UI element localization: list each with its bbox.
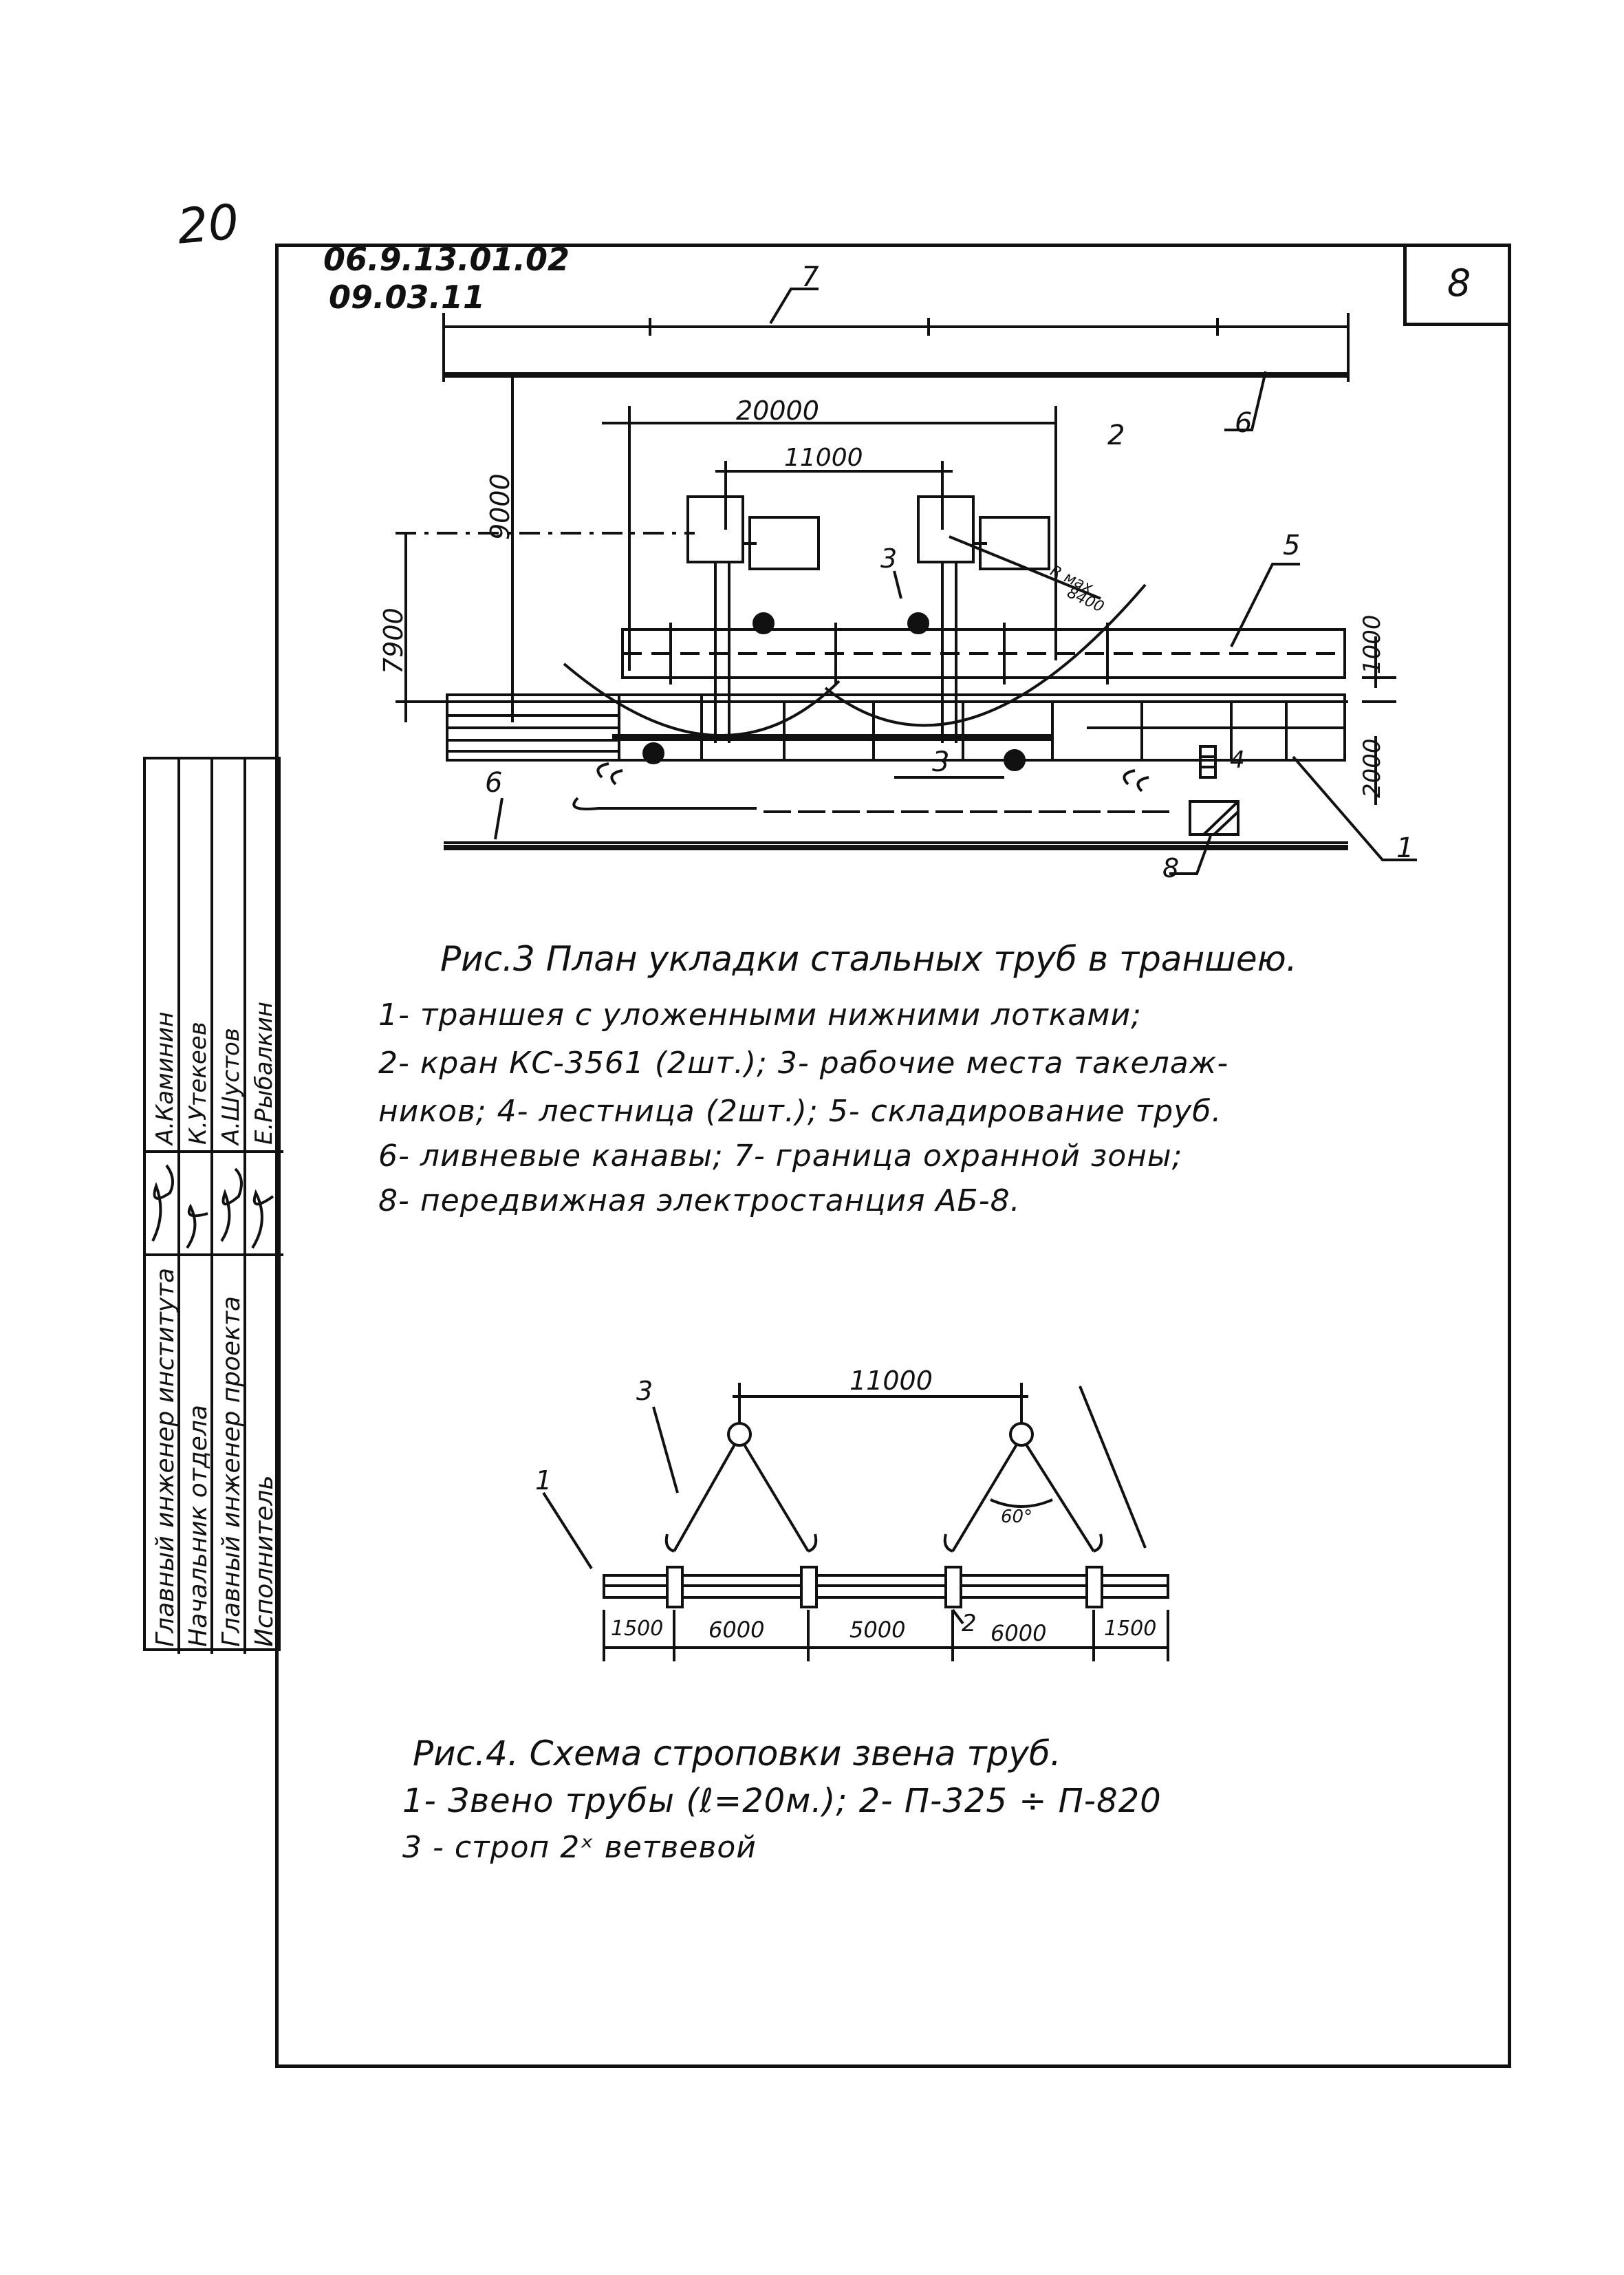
figure-3-legend-3: ников; 4- лестница (2шт.); 5- складирова… xyxy=(378,1094,1222,1129)
fig4-marker-3: 3 xyxy=(636,1376,653,1406)
marker-4: 4 xyxy=(1230,746,1245,774)
dim-11000: 11000 xyxy=(784,444,863,472)
figure-4-legend-2: 3 - строп 2ˣ ветвевой xyxy=(402,1830,757,1865)
signature-1 xyxy=(151,1164,174,1242)
fig4-dim-6000-left: 6000 xyxy=(708,1617,765,1643)
signature-3 xyxy=(220,1167,243,1242)
marker-1: 1 xyxy=(1396,832,1414,864)
figure-4-legend-1: 1- Звено трубы (ℓ=20м.); 2- П-325 ÷ П-82… xyxy=(402,1782,1162,1820)
marker-8: 8 xyxy=(1162,853,1180,883)
fig4-dim-1500-left: 1500 xyxy=(611,1617,664,1641)
signature-2 xyxy=(186,1203,208,1249)
fig4-dim-top: 11000 xyxy=(849,1366,933,1396)
marker-5: 5 xyxy=(1283,530,1301,561)
figure-3-caption: Рис.3 План укладки стальных труб в транш… xyxy=(440,939,1297,979)
figure-3-legend-1: 1- траншея с уложенными нижними лотками; xyxy=(378,998,1142,1033)
marker-3-top: 3 xyxy=(880,543,898,574)
fig4-marker-2: 2 xyxy=(962,1610,977,1637)
document-code-1: 06.9.13.01.02 xyxy=(323,241,570,278)
figure-4-caption: Рис.4. Схема строповки звена труб. xyxy=(413,1734,1061,1773)
marker-3-bottom: 3 xyxy=(932,746,950,778)
document-code-2: 09.03.11 xyxy=(329,279,485,316)
sheet-number-box: 8 xyxy=(1403,244,1511,326)
signature-stamp: Главный инженер института Начальник отде… xyxy=(143,757,283,1654)
fig4-angle: 60° xyxy=(1001,1507,1033,1527)
fig4-dim-5000: 5000 xyxy=(849,1617,906,1643)
figure-3-legend-4: 6- ливневые канавы; 7- граница охранной … xyxy=(378,1139,1183,1174)
dim-20000: 20000 xyxy=(736,396,819,426)
drawing-frame xyxy=(275,244,1511,2068)
signature-4 xyxy=(251,1189,274,1249)
figure-3-legend-5: 8- передвижная электростанция АБ-8. xyxy=(378,1183,1021,1218)
marker-6-bottom: 6 xyxy=(485,767,503,799)
marker-7: 7 xyxy=(801,261,819,293)
marker-2: 2 xyxy=(1107,420,1125,451)
crane-2-cab xyxy=(917,495,975,563)
fig4-marker-1: 1 xyxy=(535,1465,552,1496)
marker-6-top: 6 xyxy=(1235,407,1253,439)
fig4-dim-6000-right: 6000 xyxy=(990,1620,1047,1646)
figure-3-legend-2: 2- кран КС-3561 (2шт.); 3- рабочие места… xyxy=(378,1046,1229,1081)
fig4-dim-1500-right: 1500 xyxy=(1104,1617,1157,1641)
sheet-number: 8 xyxy=(1447,261,1471,305)
stamp-grid xyxy=(146,759,283,1654)
